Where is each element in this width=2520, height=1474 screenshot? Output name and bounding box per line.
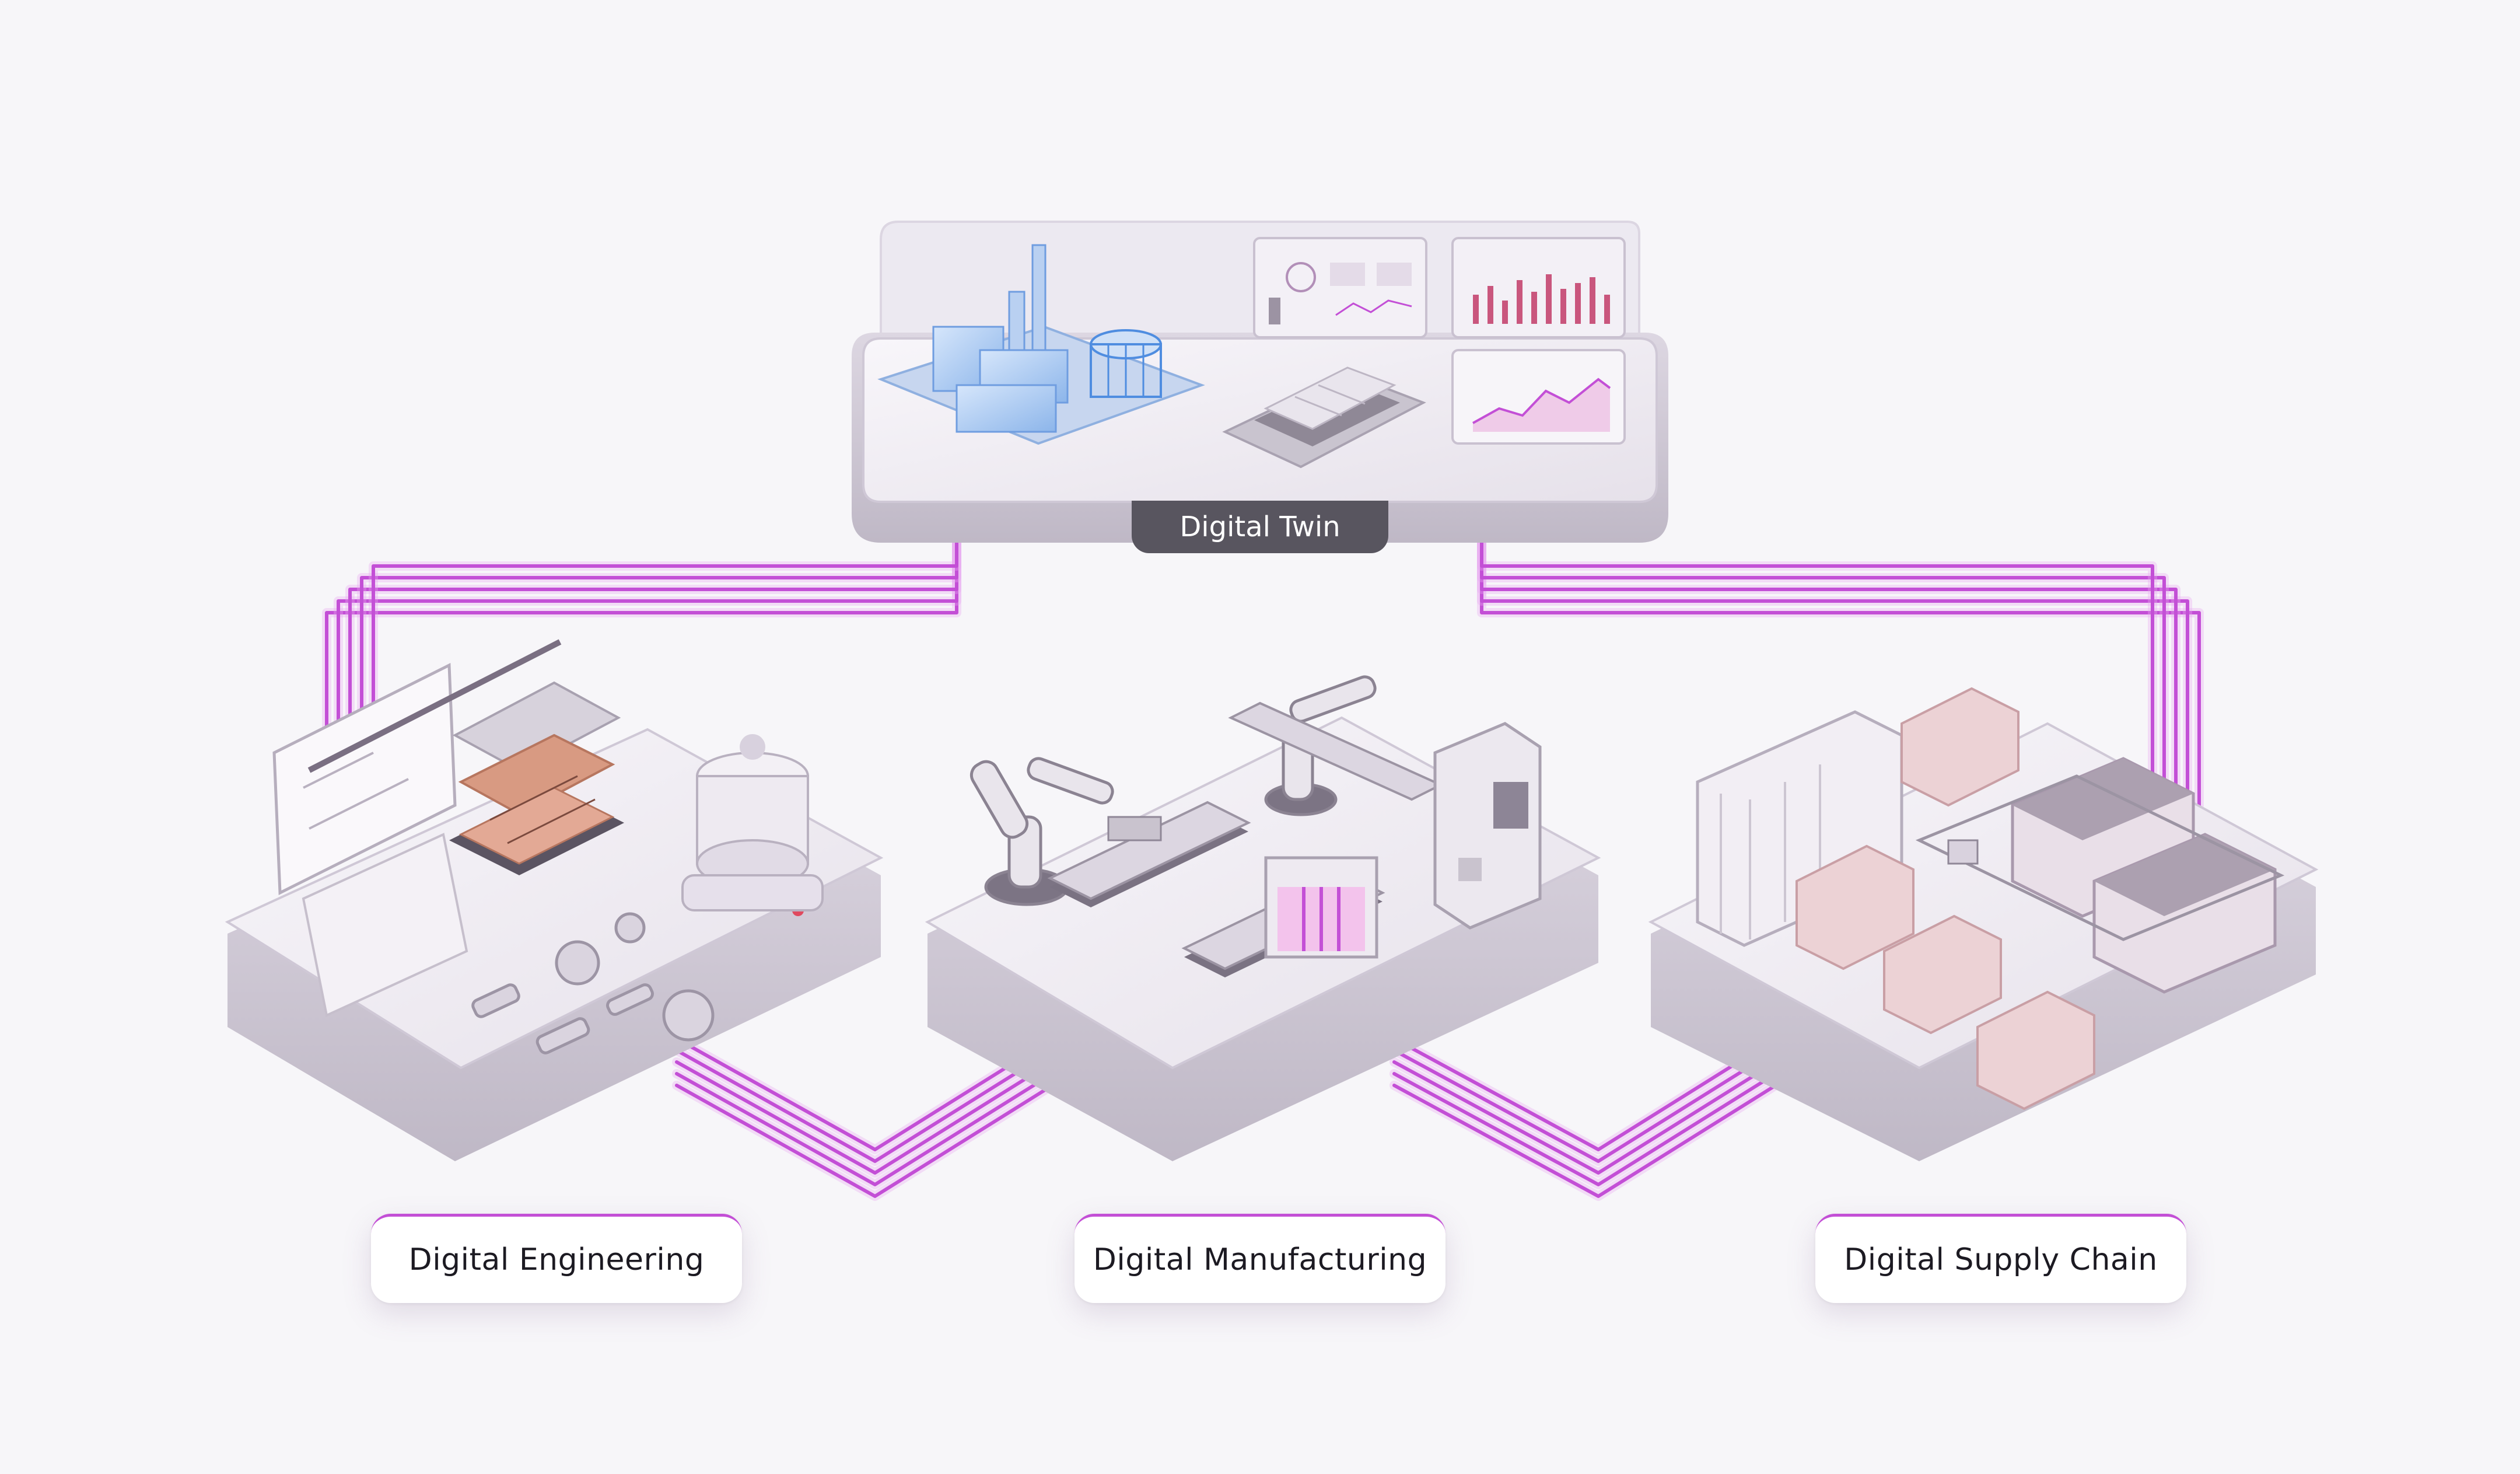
digital-supply-chain-platform	[1648, 687, 2319, 1161]
connector-manufacturing-supply-chain-strand-4	[1392, 1049, 1833, 1198]
connector-twin-supply-chain-strand-4	[1480, 523, 2154, 807]
connector-twin-supply-chain	[1477, 521, 2204, 810]
connector-twin-engineering-strand-4	[372, 523, 958, 737]
battery-exploded-icon	[449, 681, 624, 875]
robot-arm-icon	[970, 675, 1377, 906]
factory-hologram-icon	[877, 244, 1205, 445]
connector-twin-engineering-glow-4	[369, 521, 961, 740]
warehouse-icon	[1915, 757, 2285, 994]
dashboard-panel-icon	[1253, 237, 1427, 338]
digital-manufacturing-platform	[925, 675, 1601, 1161]
control-cabinet-icon	[1433, 722, 1542, 930]
connector-twin-engineering	[322, 521, 961, 740]
digital-twin-platform	[852, 221, 1668, 543]
connector-engineering-manufacturing-strand-3	[675, 1037, 1110, 1186]
inspection-station-icon	[1264, 856, 1378, 959]
bar-chart-icon	[1451, 237, 1626, 338]
digital-engineering-label: Digital Engineering	[371, 1214, 742, 1303]
pallet-boxes-icon	[1796, 687, 2095, 1110]
machined-parts-icon	[471, 912, 715, 1054]
blueprint-panel-icon	[272, 639, 562, 1017]
area-chart-icon	[1451, 349, 1626, 445]
digital-twin-label: Digital Twin	[1132, 501, 1388, 553]
connector-manufacturing-supply-chain-strand-3	[1392, 1037, 1833, 1186]
digital-manufacturing-label: Digital Manufacturing	[1074, 1214, 1446, 1303]
digital-supply-chain-label: Digital Supply Chain	[1815, 1214, 2186, 1303]
connector-engineering-manufacturing-strand-4	[675, 1049, 1110, 1198]
mixing-vessel-icon	[681, 734, 824, 916]
digital-engineering-platform	[225, 639, 884, 1161]
agv-cart-icon	[1947, 839, 1979, 865]
battery-pack-icon	[1222, 366, 1426, 469]
